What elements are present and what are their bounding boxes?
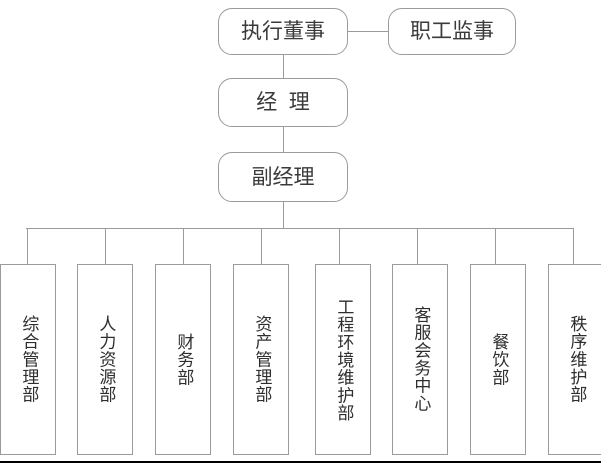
node-department-8[interactable]: 秩序维护部 [548, 264, 601, 455]
connector-director-to-manager [283, 55, 284, 78]
connector-stem-dept-3 [183, 228, 184, 264]
connector-deputy-to-bus [283, 202, 284, 229]
connector-stem-dept-6 [417, 228, 418, 264]
node-department-7[interactable]: 餐饮部 [470, 264, 526, 455]
node-executive-director-label: 执行董事 [241, 19, 325, 43]
node-executive-director[interactable]: 执行董事 [218, 8, 348, 55]
node-department-3[interactable]: 财务部 [155, 264, 211, 455]
node-department-6[interactable]: 客服会务中心 [392, 264, 448, 455]
connector-department-bus [26, 228, 574, 229]
connector-stem-dept-1 [27, 228, 28, 264]
node-department-5-label: 工程环境维护部 [334, 297, 354, 422]
node-department-1[interactable]: 综合管理部 [0, 264, 56, 455]
node-employee-supervisor-label: 职工监事 [410, 19, 494, 43]
node-department-5[interactable]: 工程环境维护部 [315, 264, 371, 455]
node-department-4-label: 资产管理部 [252, 315, 272, 404]
connector-stem-dept-4 [261, 228, 262, 264]
node-deputy-manager-label: 副经理 [251, 164, 315, 189]
connector-stem-dept-5 [339, 228, 340, 264]
node-department-4[interactable]: 资产管理部 [233, 264, 289, 455]
connector-stem-dept-7 [495, 228, 496, 264]
node-employee-supervisor[interactable]: 职工监事 [388, 8, 516, 55]
node-manager[interactable]: 经理 [218, 78, 348, 127]
connector-manager-to-deputy [283, 127, 284, 152]
node-deputy-manager[interactable]: 副经理 [218, 152, 348, 202]
page-bottom-rule [0, 461, 601, 463]
connector-director-to-supervisor [348, 31, 388, 32]
node-department-6-label: 客服会务中心 [411, 306, 431, 413]
node-department-8-label: 秩序维护部 [567, 315, 587, 404]
node-department-7-label: 餐饮部 [489, 332, 509, 387]
connector-stem-dept-8 [573, 228, 574, 264]
node-department-2-label: 人力资源部 [96, 315, 116, 404]
connector-stem-dept-2 [105, 228, 106, 264]
node-department-3-label: 财务部 [174, 332, 194, 387]
node-department-2[interactable]: 人力资源部 [77, 264, 133, 455]
node-manager-label: 经理 [256, 90, 322, 114]
node-department-1-label: 综合管理部 [19, 315, 39, 404]
